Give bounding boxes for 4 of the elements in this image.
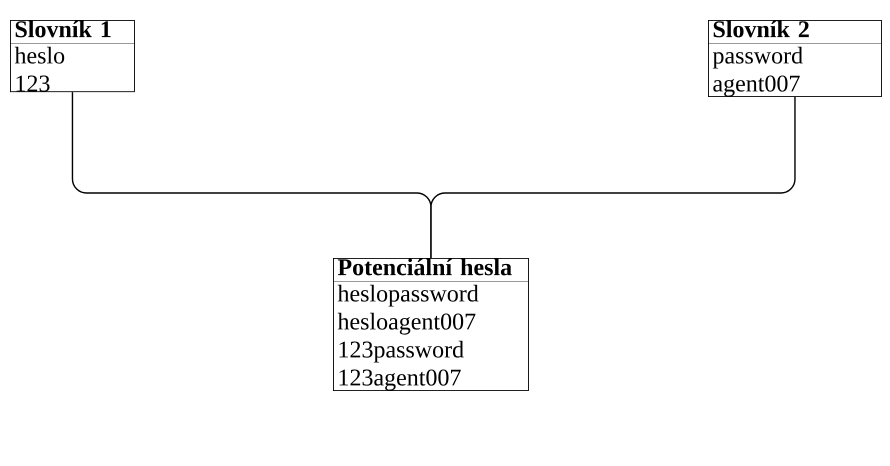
list-box: Slovník 1 heslo 123: [10, 20, 135, 92]
brace-connector: [430, 97, 796, 258]
list-box: Slovník 2 password agent007: [708, 20, 882, 98]
list-box: Potenciální hesla heslopassword hesloagent007 123password 123agent007: [333, 258, 529, 392]
